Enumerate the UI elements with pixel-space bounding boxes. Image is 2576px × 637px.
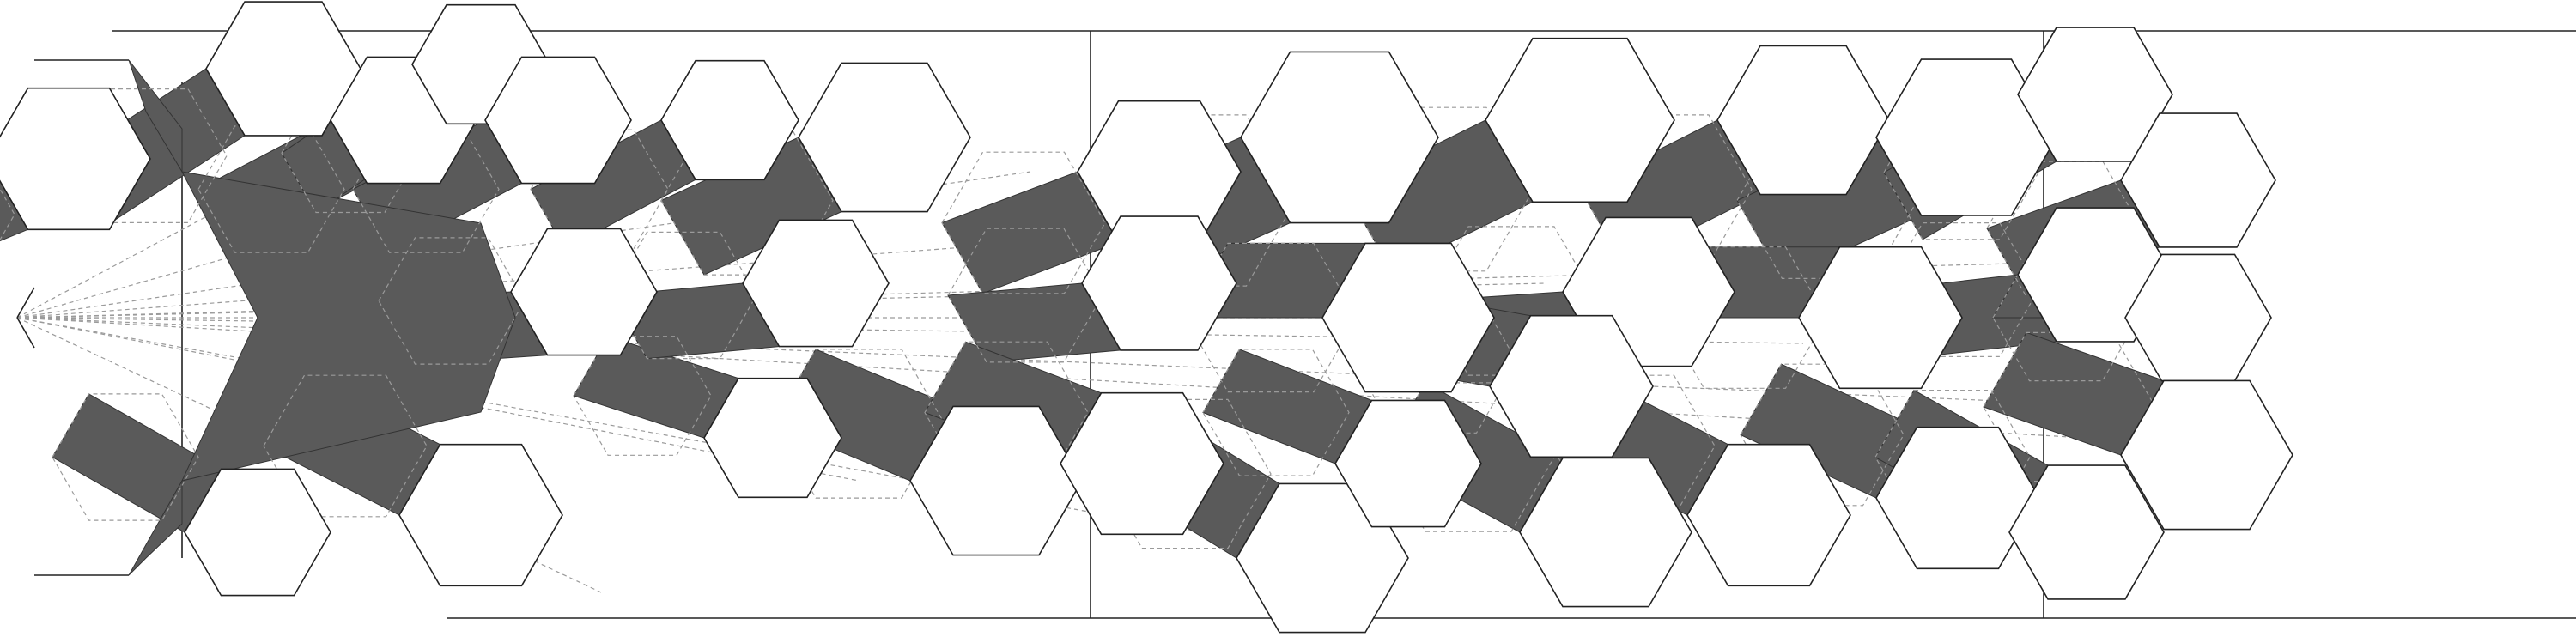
- hidden-hexagon: [573, 336, 712, 456]
- hexagon-face: [2120, 379, 2293, 531]
- hexagon-face: [1334, 399, 1482, 528]
- hexagon-face: [1321, 242, 1495, 393]
- hexagon-face: [484, 56, 632, 185]
- end-edge: [16, 287, 35, 318]
- hidden-hexagon: [1202, 349, 1350, 476]
- hexagon-face: [1519, 457, 1692, 608]
- hexagon-face: [703, 377, 842, 499]
- hexagon-face: [184, 468, 331, 597]
- hexagon-face: [1686, 443, 1851, 587]
- hexagon-face: [1060, 391, 1224, 536]
- hidden-hexagon: [1736, 122, 1918, 279]
- hexagon-face: [2008, 464, 2165, 600]
- hexagon-face: [660, 59, 799, 181]
- hexagon-face: [742, 219, 890, 348]
- hexagon-face: [1489, 314, 1654, 458]
- hexagon-face: [1240, 51, 1439, 224]
- hidden-hexagon: [197, 125, 345, 253]
- hexagon-face: [398, 443, 563, 587]
- hidden-hexagon: [281, 93, 420, 214]
- hexagon-face: [1236, 482, 1409, 634]
- hidden-hexagon: [52, 393, 199, 521]
- hexagon-face: [1485, 37, 1675, 203]
- shadow-face: [181, 171, 516, 482]
- hexagon-face: [1081, 215, 1237, 351]
- hexagon-face: [2124, 253, 2272, 382]
- hexagon-faces: [0, 1, 2293, 634]
- shadow-face: [128, 479, 183, 576]
- hexagon-face: [798, 62, 971, 213]
- end-edge: [16, 317, 35, 349]
- hexagon-face: [2017, 27, 2173, 162]
- hexagon-face: [1798, 246, 1963, 390]
- hexagon-face: [510, 228, 658, 356]
- hexagon-face: [2120, 112, 2276, 248]
- hexagon-face: [0, 87, 151, 231]
- shadow-face: [128, 59, 183, 173]
